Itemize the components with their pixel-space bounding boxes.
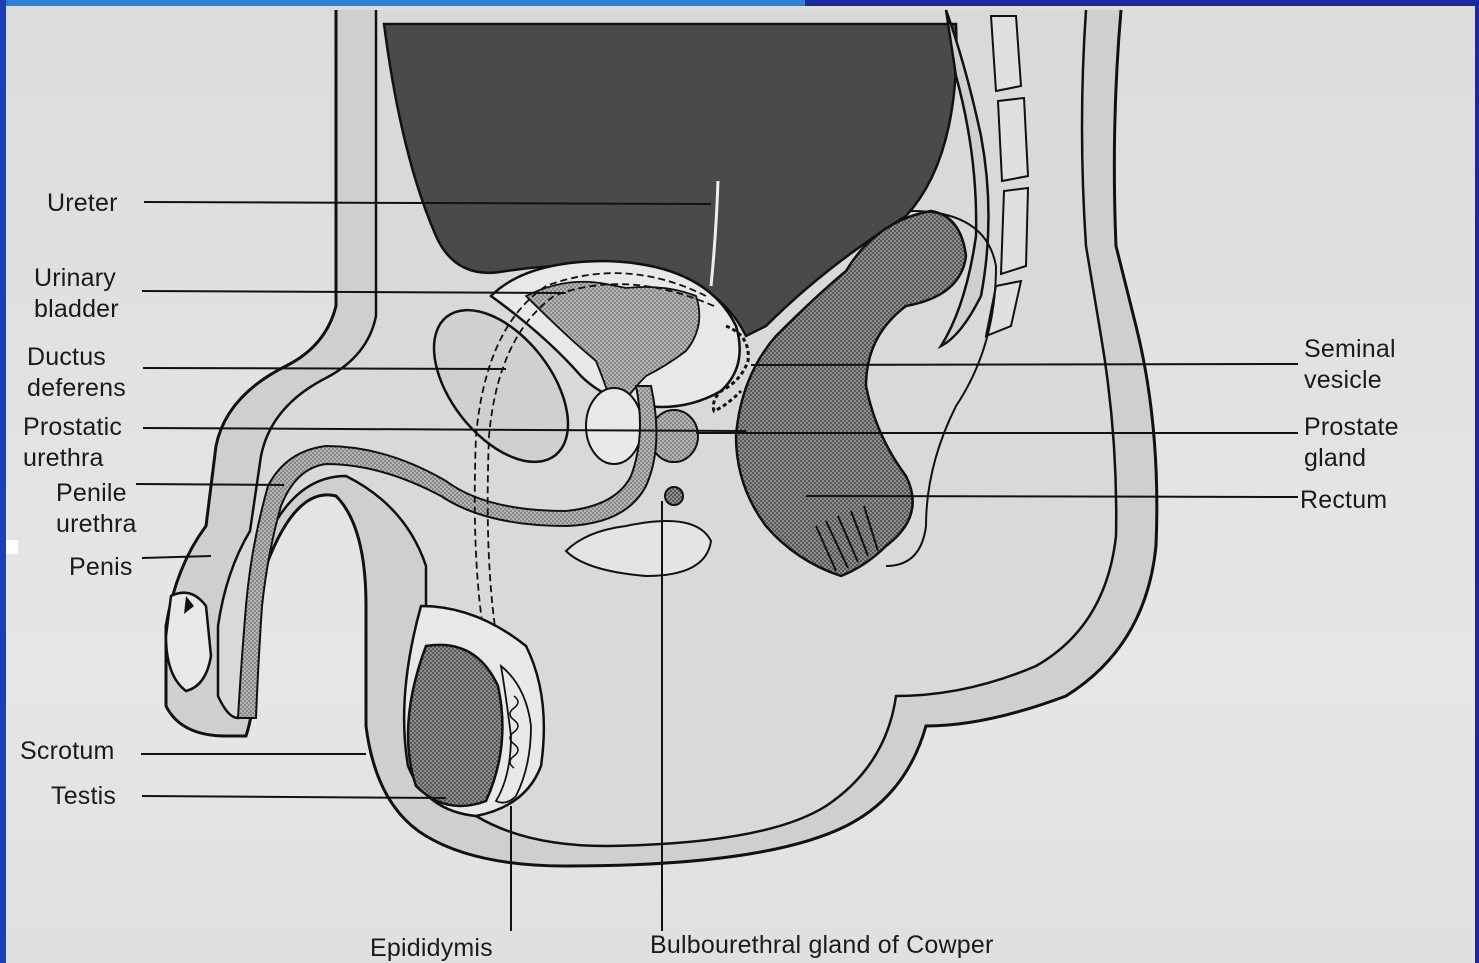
testis-shape <box>408 645 502 806</box>
label-scrotum: Scrotum <box>20 736 114 767</box>
label-rectum: Rectum <box>1300 485 1387 516</box>
bulbourethral-gland-shape <box>665 487 683 505</box>
label-penile-urethra: Penile urethra <box>56 478 137 540</box>
prostate-lobe <box>586 388 642 464</box>
label-ureter: Ureter <box>47 188 118 219</box>
label-epididymis: Epididymis <box>370 933 493 963</box>
label-bulbourethral-gland: Bulbourethral gland of Cowper <box>650 930 994 961</box>
slide-marker <box>6 540 18 554</box>
anatomy-diagram <box>6 6 1475 963</box>
slide-frame-right <box>1475 0 1479 963</box>
label-testis: Testis <box>51 781 116 812</box>
label-ductus-deferens: Ductus deferens <box>27 342 126 404</box>
label-prostatic-urethra: Prostatic urethra <box>23 412 122 474</box>
diagram-stage: Ureter Urinary bladder Ductus deferens P… <box>6 6 1475 963</box>
label-prostate-gland: Prostate gland <box>1304 412 1399 474</box>
label-seminal-vesicle: Seminal vesicle <box>1304 334 1396 396</box>
label-urinary-bladder: Urinary bladder <box>34 263 119 325</box>
label-penis: Penis <box>69 552 133 583</box>
